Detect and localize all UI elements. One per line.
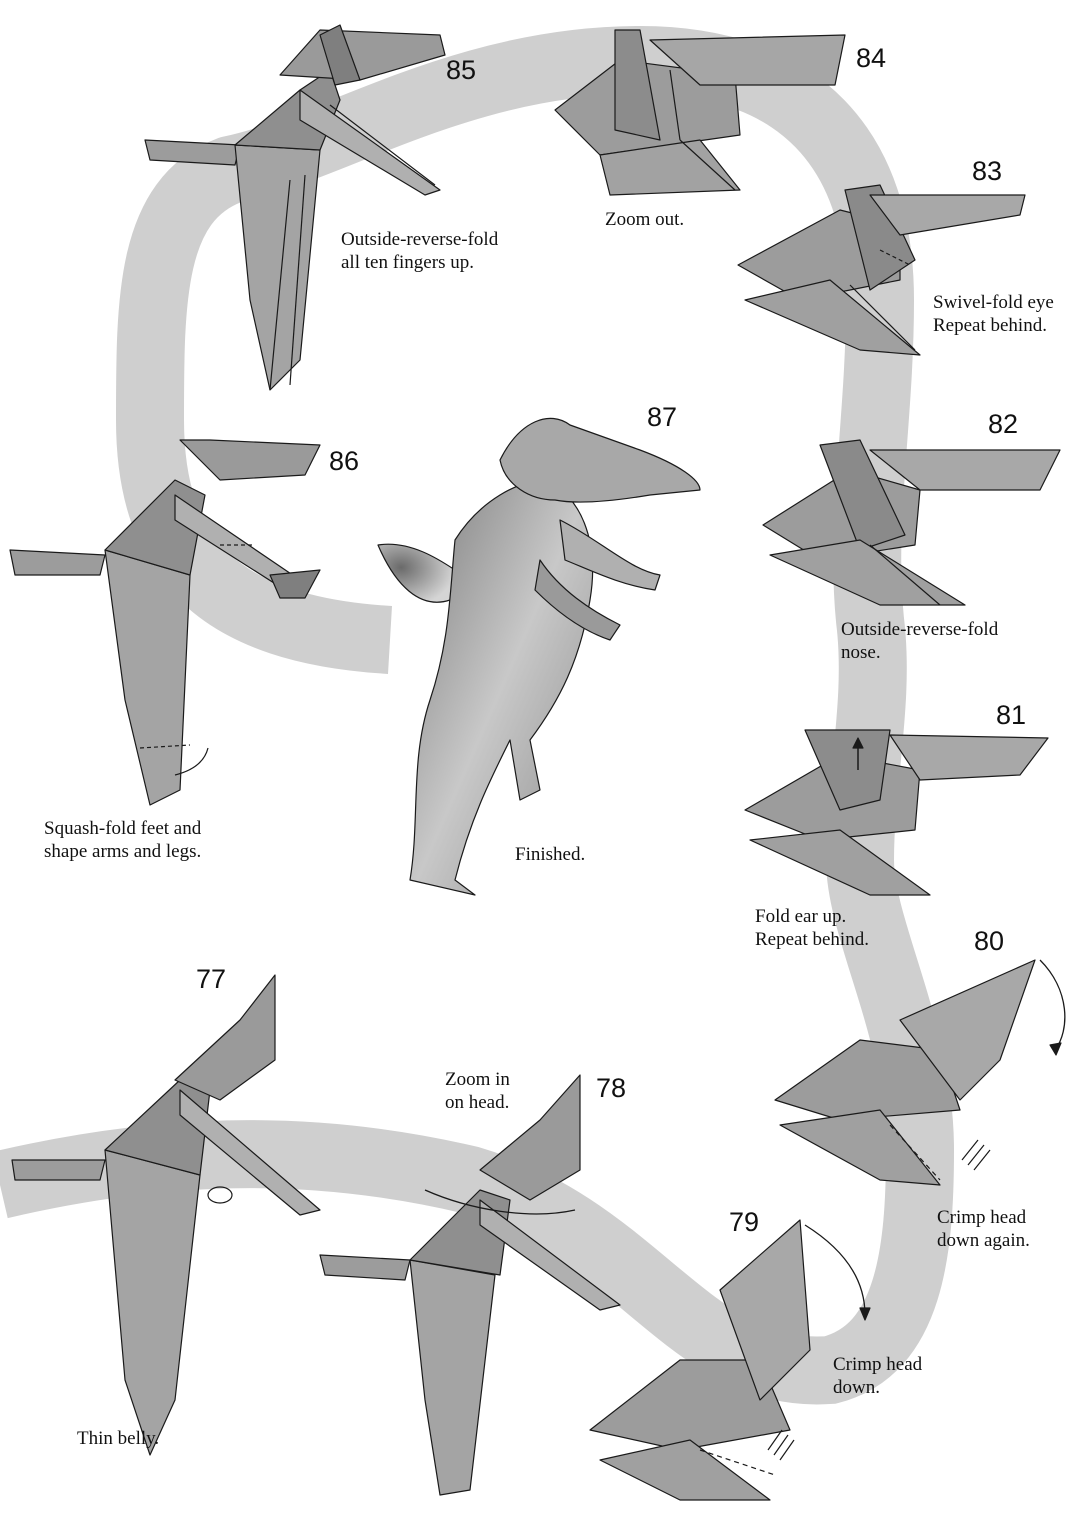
caption-79-line-2: down.: [833, 1377, 880, 1398]
caption-79-line-1: Crimp head: [833, 1354, 923, 1375]
step-number-79: 79: [729, 1207, 760, 1237]
step-number-77: 77: [196, 964, 227, 994]
caption-84-line-1: Zoom out.: [605, 209, 685, 230]
finished-tail: [377, 543, 456, 603]
finished-arm-2: [534, 559, 621, 641]
step-86-figure: [9, 439, 321, 806]
caption-83: Swivel-fold eye Repeat behind.: [933, 291, 1054, 337]
step-number-83: 83: [972, 156, 1003, 186]
step-85-figure: [144, 24, 446, 391]
caption-77-line-1: Thin belly.: [77, 1428, 160, 1449]
caption-87-line-1: Finished.: [515, 844, 586, 865]
step-78-figure: [319, 1074, 621, 1496]
step-87-figure: [377, 417, 701, 896]
step-number-85: 85: [446, 55, 477, 85]
step-80-figure: [774, 959, 1066, 1186]
caption-80-line-1: Crimp head: [937, 1207, 1027, 1228]
caption-81-line-2: Repeat behind.: [755, 929, 869, 950]
finished-arm: [559, 519, 661, 591]
caption-83-line-1: Swivel-fold eye: [933, 292, 1054, 313]
crimp-symbol-79: [767, 1429, 795, 1461]
step-82-figure: [762, 439, 1061, 606]
caption-79: Crimp head down.: [833, 1353, 922, 1399]
step-number-80: 80: [974, 926, 1005, 956]
step-number-78: 78: [596, 1073, 627, 1103]
caption-80: Crimp head down again.: [937, 1206, 1030, 1252]
caption-77: Thin belly.: [77, 1427, 159, 1450]
caption-78-line-2: on head.: [445, 1092, 510, 1113]
step-number-84: 84: [856, 43, 887, 73]
caption-85-line-2: all ten fingers up.: [341, 252, 474, 273]
step-number-87: 87: [647, 402, 678, 432]
caption-81: Fold ear up. Repeat behind.: [755, 905, 869, 951]
caption-83-line-2: Repeat behind.: [933, 315, 1047, 336]
caption-87: Finished.: [515, 843, 585, 866]
caption-78-line-1: Zoom in: [445, 1069, 510, 1090]
caption-82: Outside-reverse-fold nose.: [841, 618, 998, 664]
step-number-86: 86: [329, 446, 360, 476]
caption-80-line-2: down again.: [937, 1230, 1030, 1251]
caption-85-line-1: Outside-reverse-fold: [341, 229, 499, 250]
step-number-81: 81: [996, 700, 1027, 730]
sequence-path-band: [0, 25, 955, 1405]
caption-82-line-2: nose.: [841, 642, 881, 663]
caption-85: Outside-reverse-fold all ten fingers up.: [341, 228, 498, 274]
caption-86-line-2: shape arms and legs.: [44, 841, 202, 862]
caption-81-line-1: Fold ear up.: [755, 906, 847, 927]
step-81-figure: [744, 729, 1049, 896]
caption-86: Squash-fold feet and shape arms and legs…: [44, 817, 201, 863]
step-number-82: 82: [988, 409, 1019, 439]
step-83-figure: [737, 184, 1026, 356]
crimp-symbol-80: [961, 1139, 991, 1171]
caption-78: Zoom in on head.: [445, 1068, 510, 1114]
caption-82-line-1: Outside-reverse-fold: [841, 619, 999, 640]
caption-84: Zoom out.: [605, 208, 684, 231]
step-84-figure: [554, 29, 846, 196]
step-77-figure: [11, 974, 321, 1456]
caption-86-line-1: Squash-fold feet and: [44, 818, 202, 839]
step-79-figure: [589, 1219, 871, 1501]
finished-head: [499, 417, 701, 503]
